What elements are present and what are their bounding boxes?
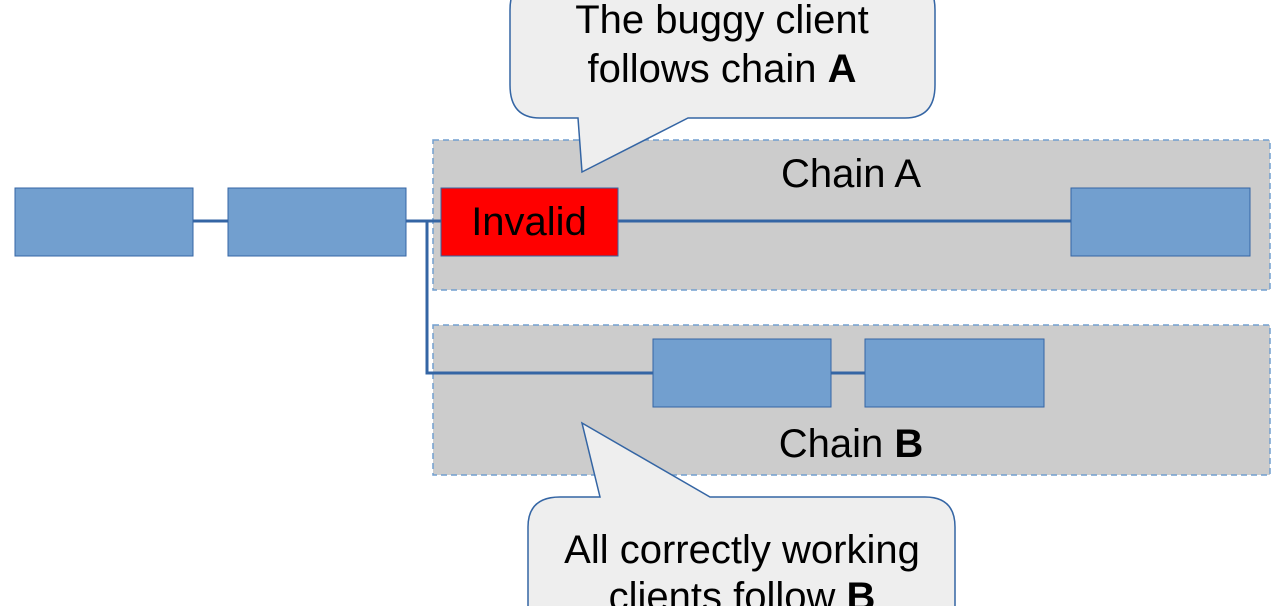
chain-b-region [432,324,1271,476]
connector-fork-to-chain-b [425,221,653,375]
callout-top-bubble [509,0,936,174]
block-main-1 [14,187,194,257]
block-main-2 [227,187,407,257]
block-chain-a-tip [1070,187,1251,257]
chain-a-label: Chain A [781,152,921,196]
chain-b-label: Chain B [779,422,924,466]
callout-top-line2: follows chain A [587,47,856,91]
callout-bottom-line2: clients follow B [609,575,876,606]
invalid-block-label: Invalid [471,200,587,244]
callout-bottom-line1: All correctly working [564,528,920,572]
block-chain-b-2 [864,338,1045,408]
callout-top-line1: The buggy client [575,0,869,42]
block-invalid [440,187,619,257]
callout-bottom-bubble [527,421,956,606]
block-chain-b-1 [652,338,832,408]
